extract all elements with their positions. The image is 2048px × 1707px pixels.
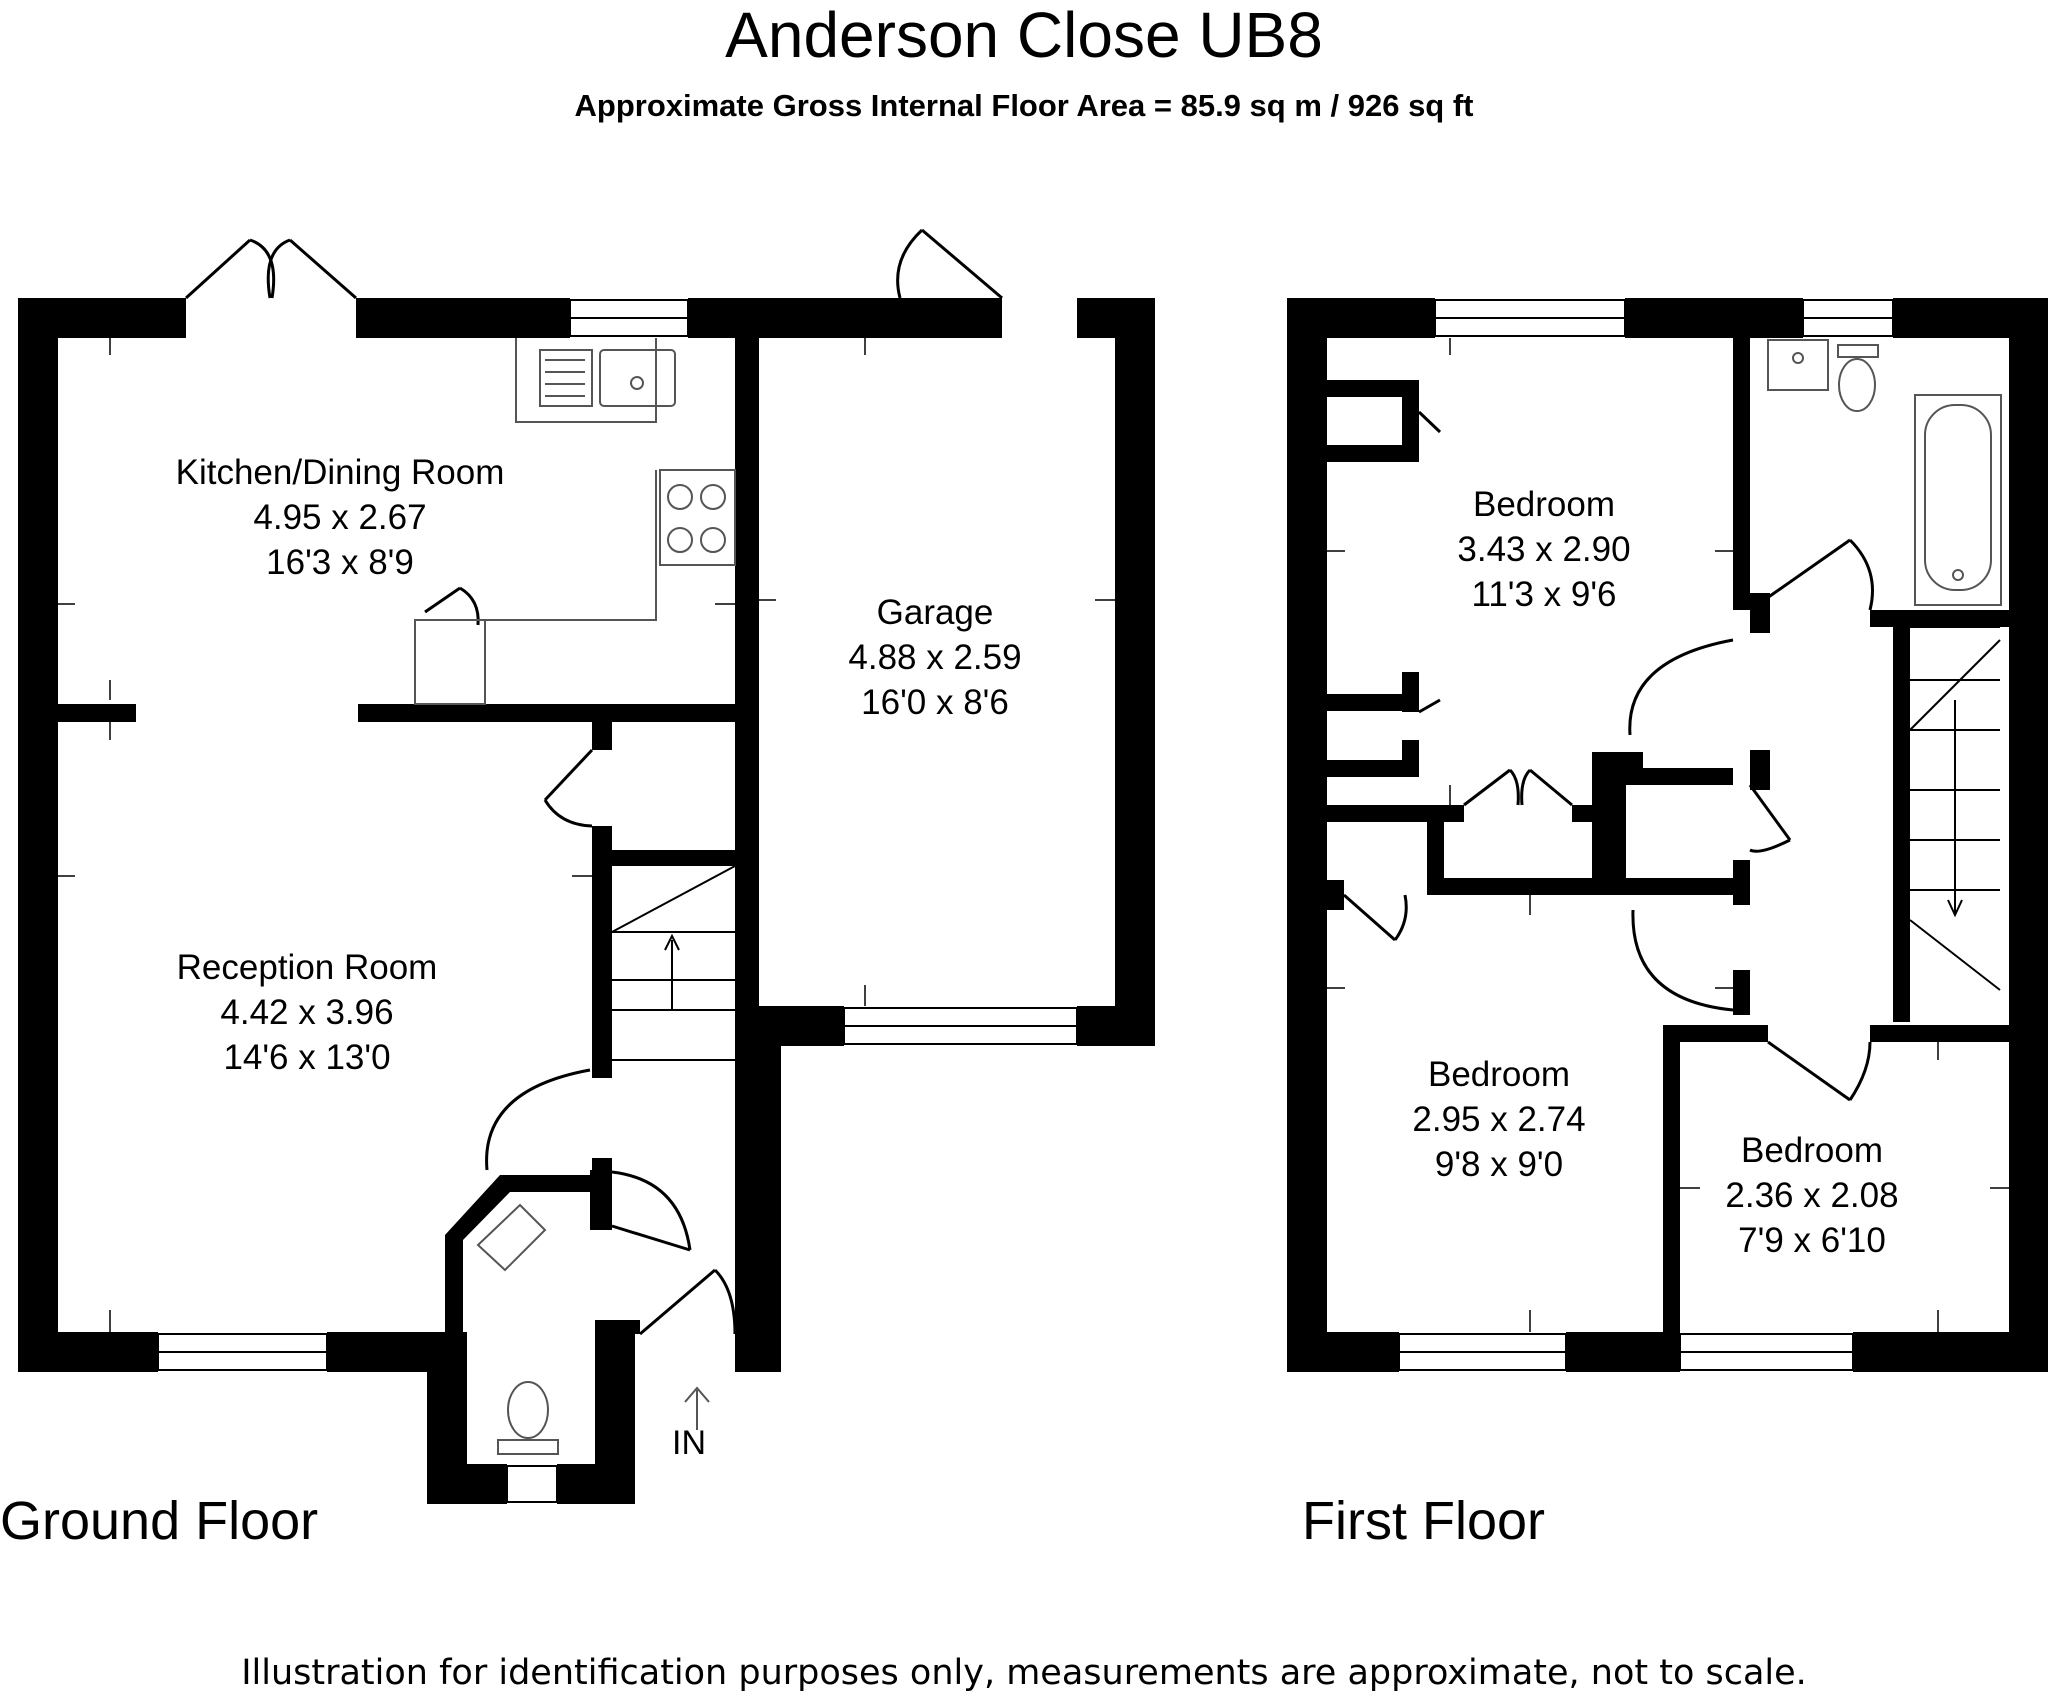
garage-metric: 4.88 x 2.59 bbox=[848, 638, 1022, 677]
bedroom1-name: Bedroom bbox=[1472, 485, 1616, 524]
first-floor-doors bbox=[1343, 410, 1874, 1102]
bedroom2-metric: 2.95 x 2.74 bbox=[1412, 1100, 1586, 1139]
kitchen-metric: 4.95 x 2.67 bbox=[253, 498, 427, 537]
first-floor-walls bbox=[1287, 298, 2048, 1372]
garage-imperial: 16'0 x 8'6 bbox=[861, 683, 1009, 722]
bedroom1-metric: 3.43 x 2.90 bbox=[1457, 530, 1631, 569]
bedroom3-label: Bedroom 2.36 x 2.08 7'9 x 6'10 bbox=[1642, 1128, 1982, 1263]
bedroom3-name: Bedroom bbox=[1740, 1131, 1884, 1170]
first-floor-windows bbox=[1398, 299, 1894, 1371]
reception-imperial: 14'6 x 13'0 bbox=[223, 1038, 391, 1077]
bedroom3-metric: 2.36 x 2.08 bbox=[1725, 1176, 1899, 1215]
bedroom2-imperial: 9'8 x 9'0 bbox=[1434, 1145, 1564, 1184]
wc-fixtures bbox=[476, 1203, 710, 1455]
kitchen-name: Kitchen/Dining Room bbox=[175, 453, 505, 492]
first-floor-label: First Floor bbox=[1302, 1491, 1545, 1551]
garage-label: Garage 4.88 x 2.59 16'0 x 8'6 bbox=[765, 590, 1105, 725]
first-dimension-arrows bbox=[1327, 338, 2009, 1332]
ground-floor-windows bbox=[157, 299, 1078, 1503]
ground-dimension-arrows bbox=[58, 338, 1115, 1332]
bedroom1-imperial: 11'3 x 9'6 bbox=[1471, 575, 1617, 614]
bathroom-fixtures bbox=[1767, 339, 2002, 606]
bedroom2-name: Bedroom bbox=[1427, 1055, 1571, 1094]
reception-label: Reception Room 4.42 x 3.96 14'6 x 13'0 bbox=[137, 945, 477, 1080]
ground-floor-walls bbox=[18, 298, 1155, 1504]
ground-floor-label: Ground Floor bbox=[0, 1491, 319, 1551]
disclaimer-text: Illustration for identification purposes… bbox=[241, 1653, 1807, 1693]
floor-area-subtitle: Approximate Gross Internal Floor Area = … bbox=[574, 88, 1474, 123]
reception-metric: 4.42 x 3.96 bbox=[220, 993, 394, 1032]
kitchen-fixtures bbox=[414, 338, 736, 705]
kitchen-dining-label: Kitchen/Dining Room 4.95 x 2.67 16'3 x 8… bbox=[170, 450, 510, 585]
reception-name: Reception Room bbox=[176, 948, 438, 987]
bedroom3-imperial: 7'9 x 6'10 bbox=[1738, 1221, 1886, 1260]
plan-title: Anderson Close UB8 bbox=[725, 0, 1323, 71]
kitchen-imperial: 16'3 x 8'9 bbox=[266, 543, 414, 582]
ground-stairs bbox=[611, 865, 736, 1061]
bedroom2-label: Bedroom 2.95 x 2.74 9'8 x 9'0 bbox=[1329, 1052, 1669, 1187]
bedroom1-label: Bedroom 3.43 x 2.90 11'3 x 9'6 bbox=[1374, 482, 1714, 617]
entrance-label: IN bbox=[672, 1424, 706, 1462]
garage-name: Garage bbox=[876, 593, 994, 632]
first-stairs bbox=[1909, 626, 2001, 991]
